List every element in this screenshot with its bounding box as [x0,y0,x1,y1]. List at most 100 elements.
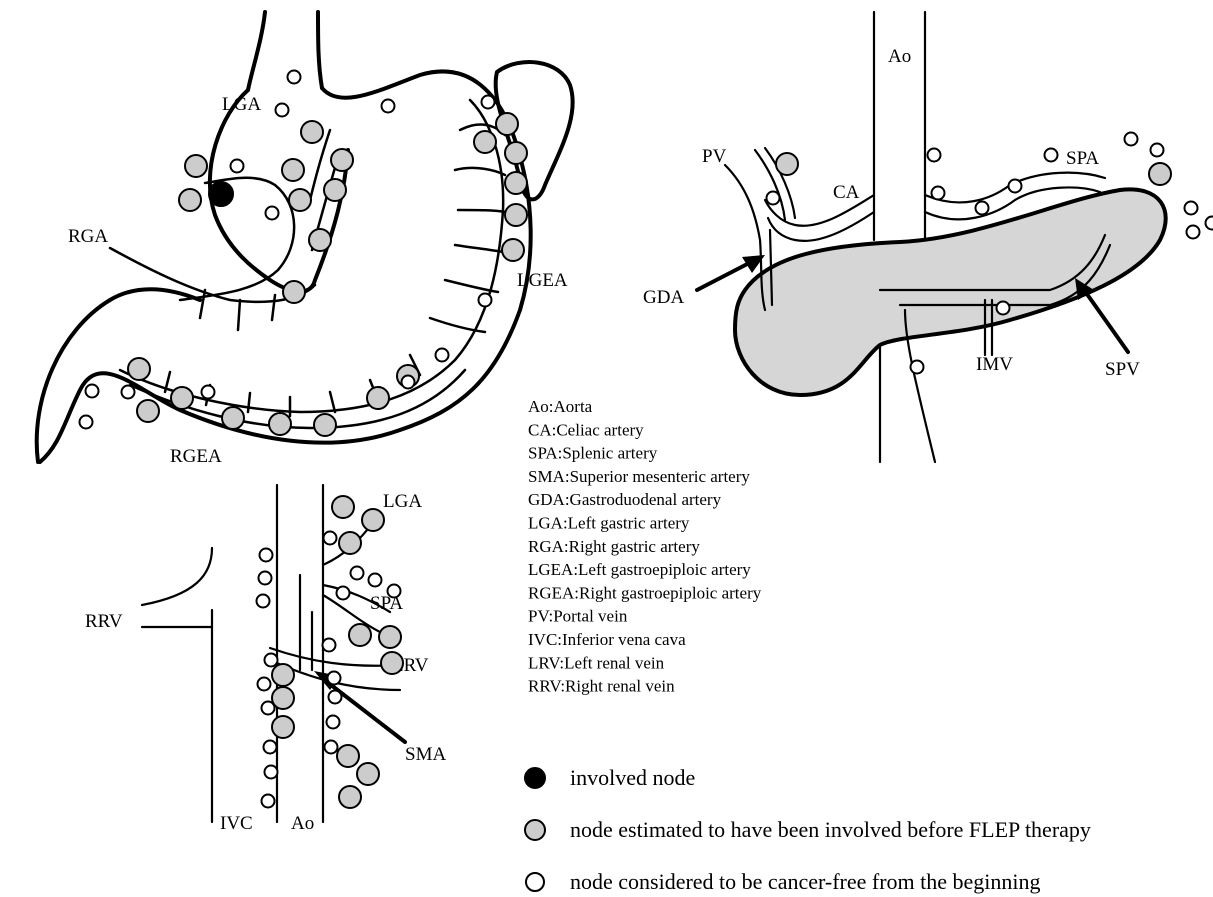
pancreas-label-spv: SPV [1105,359,1140,380]
abbreviation-item: LGA:Left gastric artery [528,514,690,533]
estimated-node [381,652,403,674]
branch [200,290,205,318]
legend-estimated-text: node estimated to have been involved bef… [570,817,1091,842]
para-label-ao: Ao [291,813,314,834]
legend-estimated-symbol [525,820,545,840]
gastroepiploic-arcade [120,100,503,412]
cancer-free-node [436,349,449,362]
cancer-free-node [1185,202,1198,215]
pancreas-label-pv: PV [702,146,727,167]
abbreviation-item: RGA:Right gastric artery [528,537,700,556]
cancer-free-node [1045,149,1058,162]
cancer-free-node [928,149,941,162]
estimated-node [272,664,294,686]
estimated-node [339,532,361,554]
para-label-ivc: IVC [220,813,253,834]
estimated-node [379,626,401,648]
cancer-free-node [479,294,492,307]
pancreas-label-ca: CA [833,182,860,203]
cancer-free-node [1206,217,1213,230]
estimated-node [314,414,336,436]
cancer-free-node [325,741,338,754]
cancer-free-node [264,741,277,754]
esophagus-left-wall [248,12,265,90]
para-label-rrv: RRV [85,611,123,632]
stomach-label-lga: LGA [222,94,261,115]
cancer-free-node [329,691,342,704]
cancer-free-node [80,416,93,429]
cancer-free-node [266,207,279,220]
pancreas-label-ao: Ao [888,46,911,67]
estimated-node [272,716,294,738]
estimated-node [349,624,371,646]
spv-arrow-line [1082,287,1128,352]
branch [455,168,505,175]
cancer-free-node [260,549,273,562]
stomach-panel: LGA RGA LGEA RGEA [37,12,573,467]
estimated-node [505,172,527,194]
estimated-node [474,131,496,153]
estimated-node [289,189,311,211]
cancer-free-node [767,192,780,205]
cancer-free-node [388,585,401,598]
stomach-label-rgea: RGEA [170,446,222,467]
branch [458,210,505,212]
cancer-free-node [1187,226,1200,239]
legend-free-text: node considered to be cancer-free from t… [570,869,1041,894]
cancer-free-node [265,654,278,667]
cancer-free-node [932,187,945,200]
cancer-free-node [997,302,1010,315]
stomach-label-lgea: LGEA [517,270,568,291]
branch [445,280,498,292]
abbreviation-item: SMA:Superior mesenteric artery [528,467,750,486]
estimated-node [309,229,331,251]
cancer-free-node [1151,144,1164,157]
abbreviation-item: GDA:Gastroduodenal artery [528,490,722,509]
cancer-free-node [202,386,215,399]
stomach-label-rga: RGA [68,226,108,247]
estimated-node [324,179,346,201]
pancreas-panel: Ao PV CA SPA GDA IMV SPV [643,12,1166,462]
branch [238,300,240,330]
cancer-free-node [259,572,272,585]
abbreviation-item: IVC:Inferior vena cava [528,630,686,649]
para-label-sma: SMA [405,744,446,765]
pancreas-label-spa: SPA [1066,148,1099,169]
cancer-free-node [327,716,340,729]
lymph-nodes [80,71,1213,809]
estimated-node [505,142,527,164]
cancer-free-node [262,795,275,808]
estimated-node [185,155,207,177]
estimated-node [362,509,384,531]
abbreviation-item: LRV:Left renal vein [528,653,665,672]
estimated-node [269,413,291,435]
para-label-lga: LGA [383,491,422,512]
cancer-free-node [369,574,382,587]
cancer-free-node [351,567,364,580]
estimated-node [357,763,379,785]
estimated-node [367,387,389,409]
cancer-free-node [323,639,336,652]
estimated-node [776,153,798,175]
branch [330,392,335,412]
branch [248,393,250,412]
abbreviation-item: SPA:Splenic artery [528,444,658,463]
legend-involved-symbol [525,768,545,788]
pancreas-label-gda: GDA [643,287,684,308]
ivc-top-curve [142,548,212,605]
estimated-node [171,387,193,409]
abbreviation-item: CA:Celiac artery [528,420,644,439]
abbreviation-item: RGEA:Right gastroepiploic artery [528,583,762,602]
estimated-node [332,496,354,518]
cancer-free-node [262,702,275,715]
pancreas-outline [735,189,1166,395]
cancer-free-node [288,71,301,84]
cancer-free-node [86,385,99,398]
estimated-node [272,687,294,709]
estimated-node [137,400,159,422]
legend: involved node node estimated to have bee… [525,765,1091,894]
estimated-node [282,159,304,181]
branch [272,295,275,320]
involved-node [209,182,233,206]
